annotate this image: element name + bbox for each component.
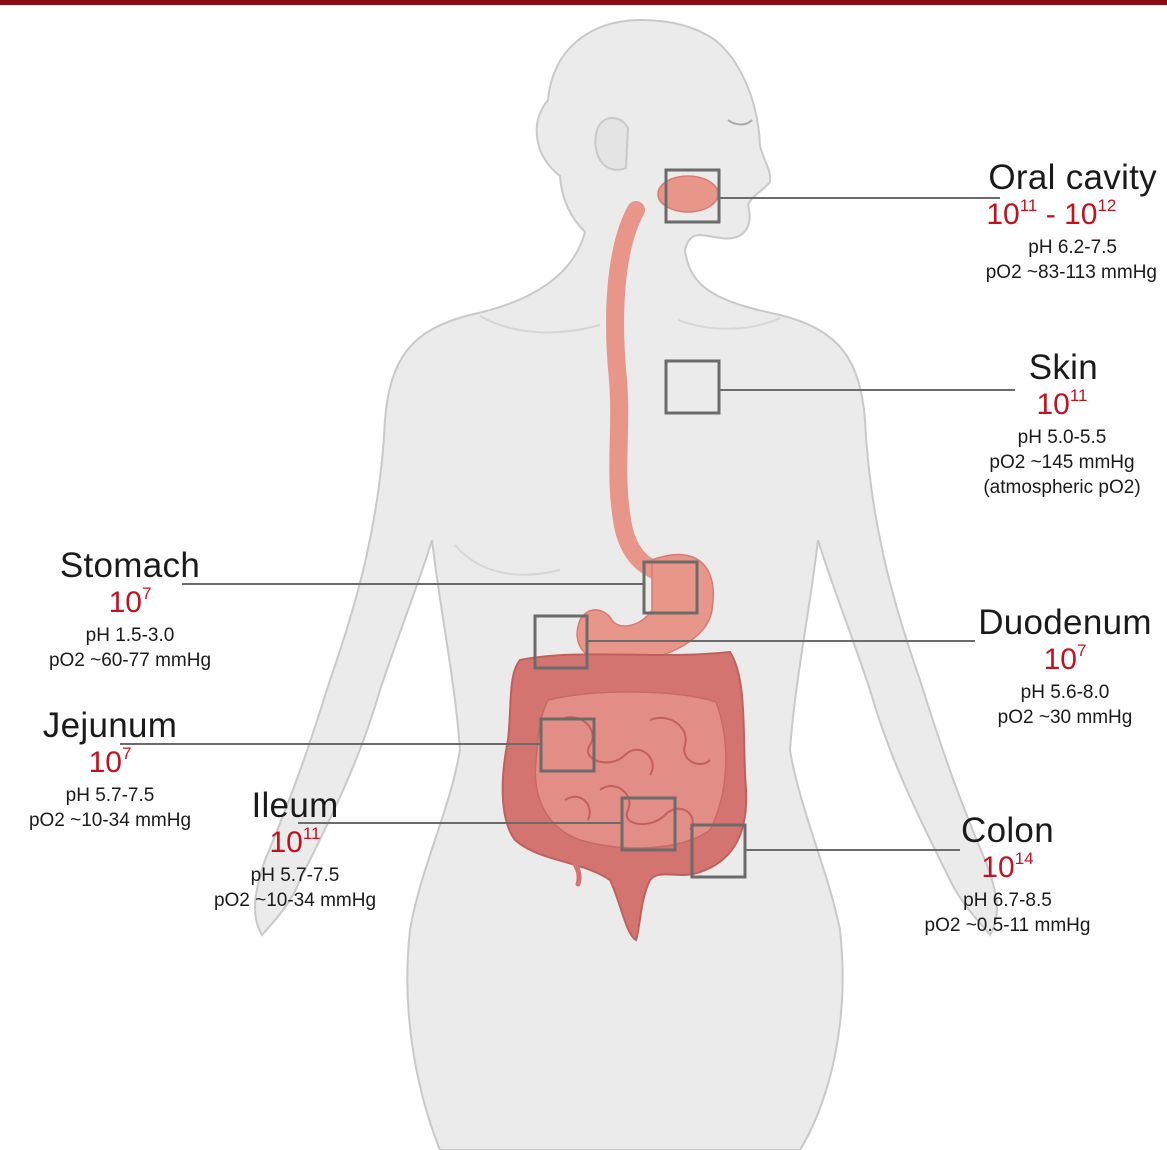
region-name: Jejunum [5,708,215,743]
bacterial-count: 107 [960,645,1167,675]
ph-range: pH 5.7-7.5 [5,783,215,808]
count-exponent: 7 [142,584,151,603]
count-base: 10 [269,826,302,859]
label-duodenum: Duodenum 107 pH 5.6-8.0 pO2 ~30 mmHg [960,605,1167,730]
po2-range: pO2 ~30 mmHg [960,705,1167,730]
label-ileum: Ileum 1011 pH 5.7-7.5 pO2 ~10-34 mmHg [195,788,395,913]
po2-note: (atmospheric pO2) [962,475,1162,500]
label-stomach: Stomach 107 pH 1.5-3.0 pO2 ~60-77 mmHg [10,548,250,673]
region-details: pH 1.5-3.0 pO2 ~60-77 mmHg [10,623,250,673]
ph-range: pH 5.6-8.0 [960,680,1167,705]
region-name: Duodenum [960,605,1167,640]
label-skin: Skin 1011 pH 5.0-5.5 pO2 ~145 mmHg (atmo… [962,350,1162,500]
region-name: Ileum [195,788,395,823]
region-name: Colon [905,813,1110,848]
po2-range: pO2 ~0.5-11 mmHg [905,913,1110,938]
region-details: pH 6.7-8.5 pO2 ~0.5-11 mmHg [905,888,1110,938]
region-name: Oral cavity [986,160,1157,195]
po2-range: pO2 ~83-113 mmHg [986,260,1157,285]
bacterial-count: 1011 - 1012 [986,200,1117,230]
region-details: pH 5.0-5.5 pO2 ~145 mmHg (atmospheric pO… [962,425,1162,500]
bacterial-count: 1011 [962,390,1162,420]
count-exponent: 12 [1097,196,1116,215]
ph-range: pH 6.7-8.5 [905,888,1110,913]
count-base: 10 [981,851,1014,884]
region-details: pH 5.7-7.5 pO2 ~10-34 mmHg [5,783,215,833]
region-name: Stomach [10,548,250,583]
count-base: 10 [89,746,122,779]
label-oral-cavity: Oral cavity 1011 - 1012 pH 6.2-7.5 pO2 ~… [986,160,1157,285]
region-details: pH 5.7-7.5 pO2 ~10-34 mmHg [195,863,395,913]
count-exponent: 7 [122,744,131,763]
count-exponent: 7 [1077,641,1086,660]
count-exponent: 11 [1070,386,1088,405]
region-details: pH 6.2-7.5 pO2 ~83-113 mmHg [986,235,1157,285]
ph-range: pH 5.7-7.5 [195,863,395,888]
po2-range: pO2 ~10-34 mmHg [195,888,395,913]
count-base: 10 [986,198,1019,231]
ph-range: pH 5.0-5.5 [962,425,1162,450]
region-name: Skin [962,350,1162,385]
ph-range: pH 1.5-3.0 [10,623,250,648]
count-exponent: 11 [1020,196,1038,215]
label-colon: Colon 1014 pH 6.7-8.5 pO2 ~0.5-11 mmHg [905,813,1110,938]
ear [595,118,628,170]
bacterial-count: 1014 [905,853,1110,883]
count-base: 10 [1044,643,1077,676]
count-separator: - [1037,198,1064,231]
count-base: 10 [1064,198,1097,231]
po2-range: pO2 ~10-34 mmHg [5,808,215,833]
count-base: 10 [1036,388,1069,421]
count-base: 10 [109,586,142,619]
label-jejunum: Jejunum 107 pH 5.7-7.5 pO2 ~10-34 mmHg [5,708,215,833]
po2-range: pO2 ~145 mmHg [962,450,1162,475]
bacterial-count: 107 [10,588,250,618]
bacterial-count: 107 [5,748,215,778]
region-details: pH 5.6-8.0 pO2 ~30 mmHg [960,680,1167,730]
bacterial-count: 1011 [195,828,395,858]
po2-range: pO2 ~60-77 mmHg [10,648,250,673]
count-exponent: 11 [303,824,321,843]
ph-range: pH 6.2-7.5 [986,235,1117,260]
count-exponent: 14 [1015,849,1034,868]
